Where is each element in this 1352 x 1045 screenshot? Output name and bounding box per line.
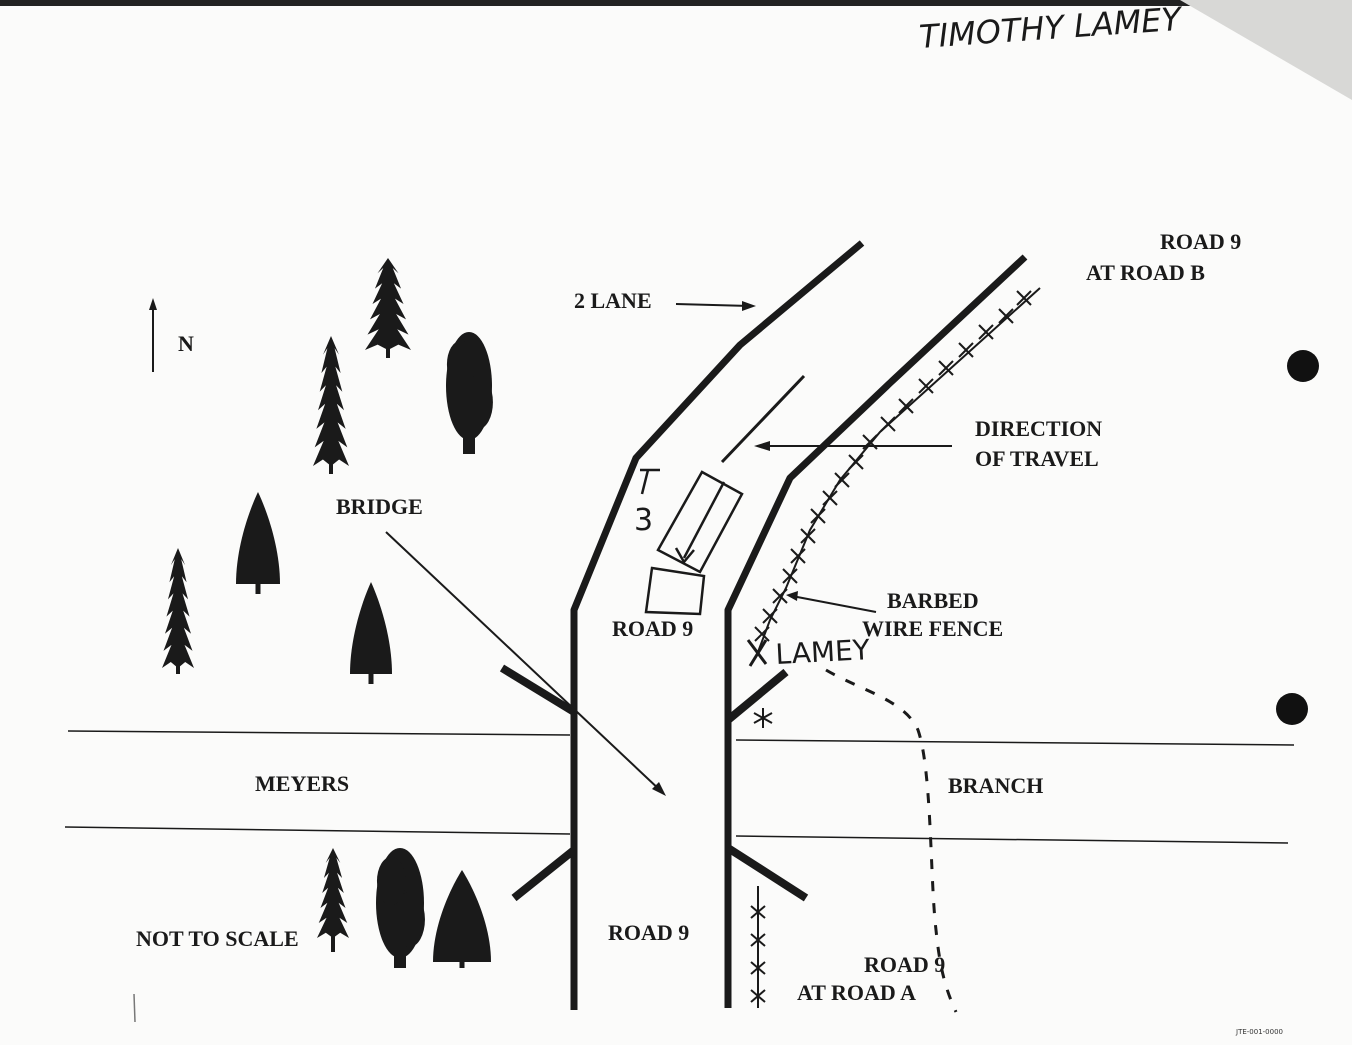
lamey-handwritten-label: LAMEY bbox=[775, 633, 872, 671]
bridge-wingwall-sw bbox=[511, 846, 577, 902]
fence-barb-icon bbox=[750, 905, 766, 919]
fence-barb-icon bbox=[800, 528, 816, 544]
lamey-x-mark bbox=[746, 639, 768, 667]
vehicle-number-mark: 3 bbox=[634, 503, 653, 538]
not-to-scale-label: NOT TO SCALE bbox=[136, 926, 299, 951]
fence-barb-icon bbox=[862, 434, 878, 450]
fence-barb-icon bbox=[772, 588, 788, 604]
fir-tree-icon bbox=[350, 582, 392, 684]
creek-south-bank-right bbox=[735, 835, 1289, 844]
bridge-wingwall-ne bbox=[725, 668, 789, 724]
margin-mark bbox=[133, 993, 136, 1023]
fence-barb-icon bbox=[880, 416, 896, 432]
fence-barb-icon bbox=[762, 608, 778, 624]
fence-barb-icon bbox=[810, 508, 826, 524]
fence-barb-icon bbox=[998, 308, 1014, 324]
vehicle-trailer bbox=[644, 566, 706, 616]
fir-tree-icon bbox=[433, 870, 491, 968]
fence-barb-icon bbox=[978, 324, 994, 340]
meyers-label: MEYERS bbox=[255, 771, 349, 796]
fence-barb-icon bbox=[958, 342, 974, 358]
two-lane-arrow bbox=[675, 303, 751, 307]
fence-barb-icon bbox=[782, 568, 798, 584]
fence-barb-icon bbox=[790, 548, 806, 564]
conifer-tree-icon bbox=[365, 258, 411, 358]
barbed-wire-fence-upper bbox=[754, 287, 1041, 653]
direction-label-line2: OF TRAVEL bbox=[975, 446, 1099, 471]
bridge-arrowhead-icon bbox=[652, 782, 666, 796]
conifer-tree-icon bbox=[317, 848, 349, 952]
conifer-tree-icon bbox=[313, 336, 349, 474]
dashed-travel-path bbox=[825, 668, 958, 1013]
conifer-tree-icon bbox=[162, 548, 194, 674]
barbed-label-line1: BARBED bbox=[887, 588, 979, 613]
road-a-label-line2: AT ROAD A bbox=[797, 980, 916, 1005]
top-edge bbox=[0, 0, 1352, 6]
road-a-label-line1: ROAD 9 bbox=[864, 952, 945, 977]
asterisk-mark bbox=[753, 708, 773, 728]
barbed-fence-arrowhead-icon bbox=[786, 591, 798, 601]
road-9-lower-label: ROAD 9 bbox=[608, 920, 689, 945]
road-b-label-line1: ROAD 9 bbox=[1160, 229, 1241, 254]
creek-south-bank-left bbox=[64, 826, 571, 835]
road-b-label-line2: AT ROAD B bbox=[1086, 260, 1205, 285]
vehicle-direction-line bbox=[682, 481, 726, 559]
north-label: N bbox=[178, 331, 194, 356]
fence-barb-icon bbox=[898, 398, 914, 414]
binder-hole-bottom bbox=[1276, 693, 1308, 725]
road-left-edge bbox=[570, 240, 865, 1010]
two-lane-arrowhead-icon bbox=[742, 301, 756, 311]
deciduous-tree-icon bbox=[446, 332, 493, 454]
fence-barb-icon bbox=[848, 454, 864, 470]
deciduous-tree-icon bbox=[376, 848, 425, 968]
fence-barb-icon bbox=[834, 472, 850, 488]
two-lane-label: 2 LANE bbox=[574, 288, 652, 313]
creek-north-bank-left bbox=[67, 730, 571, 736]
fence-barb-icon bbox=[750, 961, 766, 975]
bridge-arrow bbox=[385, 531, 663, 793]
fence-barb-icon bbox=[938, 360, 954, 376]
fence-barb-icon bbox=[750, 989, 766, 1003]
tally-mark-stem bbox=[640, 469, 650, 495]
bridge-wingwall-nw bbox=[499, 664, 577, 716]
vehicle-arrow-icon bbox=[674, 547, 695, 565]
direction-arrowhead-icon bbox=[754, 441, 770, 451]
barbed-wire-fence-lower bbox=[750, 886, 766, 1008]
fence-barb-icon bbox=[822, 490, 838, 506]
bridge-label: BRIDGE bbox=[336, 494, 423, 519]
fir-tree-icon bbox=[236, 492, 280, 594]
branch-label: BRANCH bbox=[948, 773, 1043, 798]
direction-label-line1: DIRECTION bbox=[975, 416, 1102, 441]
road-right-edge bbox=[724, 254, 1028, 1008]
page-corner-shadow bbox=[1180, 0, 1352, 100]
bridge-wingwall-se bbox=[725, 844, 809, 902]
fence-barb-icon bbox=[1016, 290, 1032, 306]
travel-lane-line bbox=[720, 374, 806, 464]
fence-barb-icon bbox=[754, 626, 770, 642]
north-arrowhead-icon bbox=[149, 298, 157, 310]
handwritten-name: TIMOTHY LAMEY bbox=[918, 0, 1185, 56]
creek-north-bank-right bbox=[735, 739, 1295, 746]
vehicle-body bbox=[656, 470, 744, 574]
fence-barb-icon bbox=[750, 933, 766, 947]
barbed-fence-arrow bbox=[791, 595, 877, 613]
road-9-upper-label: ROAD 9 bbox=[612, 616, 693, 641]
footer-code: JTE-001-0000 bbox=[1235, 1028, 1283, 1036]
trees-group bbox=[162, 258, 493, 968]
fence-barb-icon bbox=[918, 378, 934, 394]
barbed-label-line2: WIRE FENCE bbox=[862, 616, 1003, 641]
vehicle-sketch bbox=[640, 468, 744, 616]
binder-hole-top bbox=[1287, 350, 1319, 382]
